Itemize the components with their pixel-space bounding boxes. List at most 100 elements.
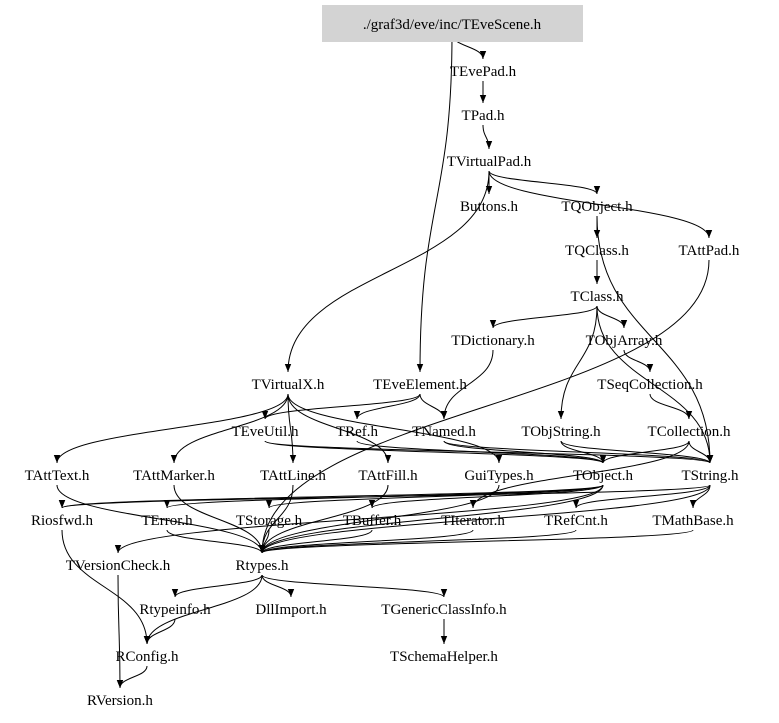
node-tvirtual-x[interactable]: TVirtualX.h	[252, 377, 325, 393]
node-label: TAttLine.h	[260, 468, 326, 484]
node-tschema-helper[interactable]: TSchemaHelper.h	[390, 649, 498, 665]
node-label: TClass.h	[571, 289, 624, 305]
edge-tref-cnt-to-rtypes	[259, 529, 577, 554]
node-tatt-pad[interactable]: TAttPad.h	[679, 243, 740, 259]
edge-rtypes-to-rtypeinfo	[171, 574, 263, 598]
edge-tobject-to-tversion-check	[114, 484, 604, 554]
node-rtypeinfo[interactable]: Rtypeinfo.h	[139, 602, 211, 618]
edge-tatt-marker-to-rtypes	[173, 484, 266, 554]
node-tmath-base[interactable]: TMathBase.h	[652, 513, 734, 529]
node-tbuffer[interactable]: TBuffer.h	[343, 513, 402, 529]
edge-tvirtual-x-to-tatt-marker	[170, 393, 289, 464]
node-tatt-text[interactable]: TAttText.h	[25, 468, 90, 484]
node-tatt-fill[interactable]: TAttFill.h	[358, 468, 418, 484]
node-tseq-collection[interactable]: TSeqCollection.h	[597, 377, 703, 393]
node-label: DllImport.h	[255, 602, 327, 618]
edge-teve-element-to-tref	[353, 393, 421, 420]
node-tclass[interactable]: TClass.h	[571, 289, 624, 305]
node-teve-util[interactable]: TEveUtil.h	[231, 424, 299, 440]
node-label: TObjString.h	[521, 424, 601, 440]
node-tdictionary[interactable]: TDictionary.h	[451, 333, 535, 349]
node-label: Rtypeinfo.h	[139, 602, 211, 618]
edge-tvirtual-pad-to-tatt-pad	[488, 170, 713, 239]
node-label: TObject.h	[573, 468, 634, 484]
edge-teve-util-to-tobject	[264, 440, 606, 464]
node-label: ./graf3d/eve/inc/TEveScene.h	[363, 17, 542, 33]
edge-tvirtual-pad-to-tqobject	[488, 170, 601, 195]
edge-teve-scene-to-teve-element	[416, 33, 453, 373]
node-tatt-line[interactable]: TAttLine.h	[260, 468, 326, 484]
node-label: TRef.h	[336, 424, 379, 440]
node-rversion[interactable]: RVersion.h	[87, 693, 153, 709]
node-label: TSchemaHelper.h	[390, 649, 498, 665]
edge-tvirtual-pad-to-tvirtual-x	[284, 170, 490, 373]
node-tqobject[interactable]: TQObject.h	[561, 199, 633, 215]
edge-rtypes-to-tgeneric-class-info	[261, 574, 448, 598]
node-label: TStorage.h	[236, 513, 303, 529]
node-tstring[interactable]: TString.h	[681, 468, 739, 484]
node-teve-scene[interactable]: ./graf3d/eve/inc/TEveScene.h	[322, 5, 583, 42]
edge-tclass-to-tstring	[596, 305, 714, 464]
node-tversion-check[interactable]: TVersionCheck.h	[66, 558, 171, 574]
node-label: TBuffer.h	[343, 513, 402, 529]
edge-tclass-to-tobj-string	[557, 305, 598, 420]
edge-tnamed-to-tstring	[443, 440, 714, 464]
edge-tstring-to-riosfwd	[59, 484, 711, 509]
node-tref-cnt[interactable]: TRefCnt.h	[544, 513, 608, 529]
node-label: RConfig.h	[116, 649, 179, 665]
node-tvirtual-pad[interactable]: TVirtualPad.h	[447, 154, 532, 170]
node-rtypes[interactable]: Rtypes.h	[236, 558, 289, 574]
node-label: TEveElement.h	[373, 377, 467, 393]
node-tgeneric-class-info[interactable]: TGenericClassInfo.h	[381, 602, 507, 618]
edge-tversion-check-to-rversion	[116, 574, 124, 689]
node-tatt-marker[interactable]: TAttMarker.h	[133, 468, 215, 484]
node-riosfwd[interactable]: Riosfwd.h	[31, 513, 94, 529]
node-label: TAttText.h	[25, 468, 90, 484]
node-dll-import[interactable]: DllImport.h	[255, 602, 327, 618]
edge-tobject-to-rtypes	[258, 484, 604, 554]
edge-tref-to-tobject	[356, 440, 607, 464]
edge-tvirtual-x-to-tatt-line	[287, 393, 297, 464]
node-tqclass[interactable]: TQClass.h	[565, 243, 629, 259]
node-tcollection[interactable]: TCollection.h	[648, 424, 731, 440]
edge-tobj-string-to-tobject	[560, 440, 607, 464]
node-label: TPad.h	[462, 108, 505, 124]
node-tobject[interactable]: TObject.h	[573, 468, 634, 484]
edge-terror-to-rtypes	[166, 529, 266, 554]
edge-tnamed-to-tobject	[443, 440, 607, 464]
node-label: TEvePad.h	[450, 64, 517, 80]
node-gui-types[interactable]: GuiTypes.h	[464, 468, 534, 484]
node-tstorage[interactable]: TStorage.h	[236, 513, 303, 529]
node-titerator[interactable]: TIterator.h	[441, 513, 505, 529]
node-tpad[interactable]: TPad.h	[462, 108, 505, 124]
edge-tqobject-to-tstring	[596, 215, 714, 464]
edge-tatt-line-to-rtypes	[258, 484, 294, 554]
node-label: TSeqCollection.h	[597, 377, 703, 393]
edge-titerator-to-rtypes	[258, 529, 474, 554]
node-buttons[interactable]: Buttons.h	[460, 199, 518, 215]
edge-rtypeinfo-to-rconfig	[143, 618, 176, 645]
node-tnamed[interactable]: TNamed.h	[412, 424, 476, 440]
node-label: Rtypes.h	[236, 558, 289, 574]
edge-tatt-text-to-rtypes	[56, 484, 266, 554]
node-tref[interactable]: TRef.h	[336, 424, 379, 440]
node-teve-element[interactable]: TEveElement.h	[373, 377, 467, 393]
node-rconfig[interactable]: RConfig.h	[116, 649, 179, 665]
node-tobj-array[interactable]: TObjArray.h	[586, 333, 663, 349]
edge-tvirtual-x-to-tatt-text	[53, 393, 289, 464]
edges	[53, 33, 714, 689]
nodes: ./graf3d/eve/inc/TEveScene.hTEvePad.hTPa…	[25, 5, 740, 709]
node-terror[interactable]: TError.h	[141, 513, 193, 529]
edge-tstring-to-tmath-base	[689, 484, 711, 509]
node-label: Buttons.h	[460, 199, 518, 215]
node-tobj-string[interactable]: TObjString.h	[521, 424, 601, 440]
node-label: TVersionCheck.h	[66, 558, 171, 574]
edge-rtypes-to-dll-import	[261, 574, 295, 598]
node-label: TAttPad.h	[679, 243, 740, 259]
edge-gui-types-to-rtypes	[258, 484, 500, 554]
edge-tclass-to-tdictionary	[489, 305, 598, 329]
node-teve-pad[interactable]: TEvePad.h	[450, 64, 517, 80]
node-label: TNamed.h	[412, 424, 476, 440]
